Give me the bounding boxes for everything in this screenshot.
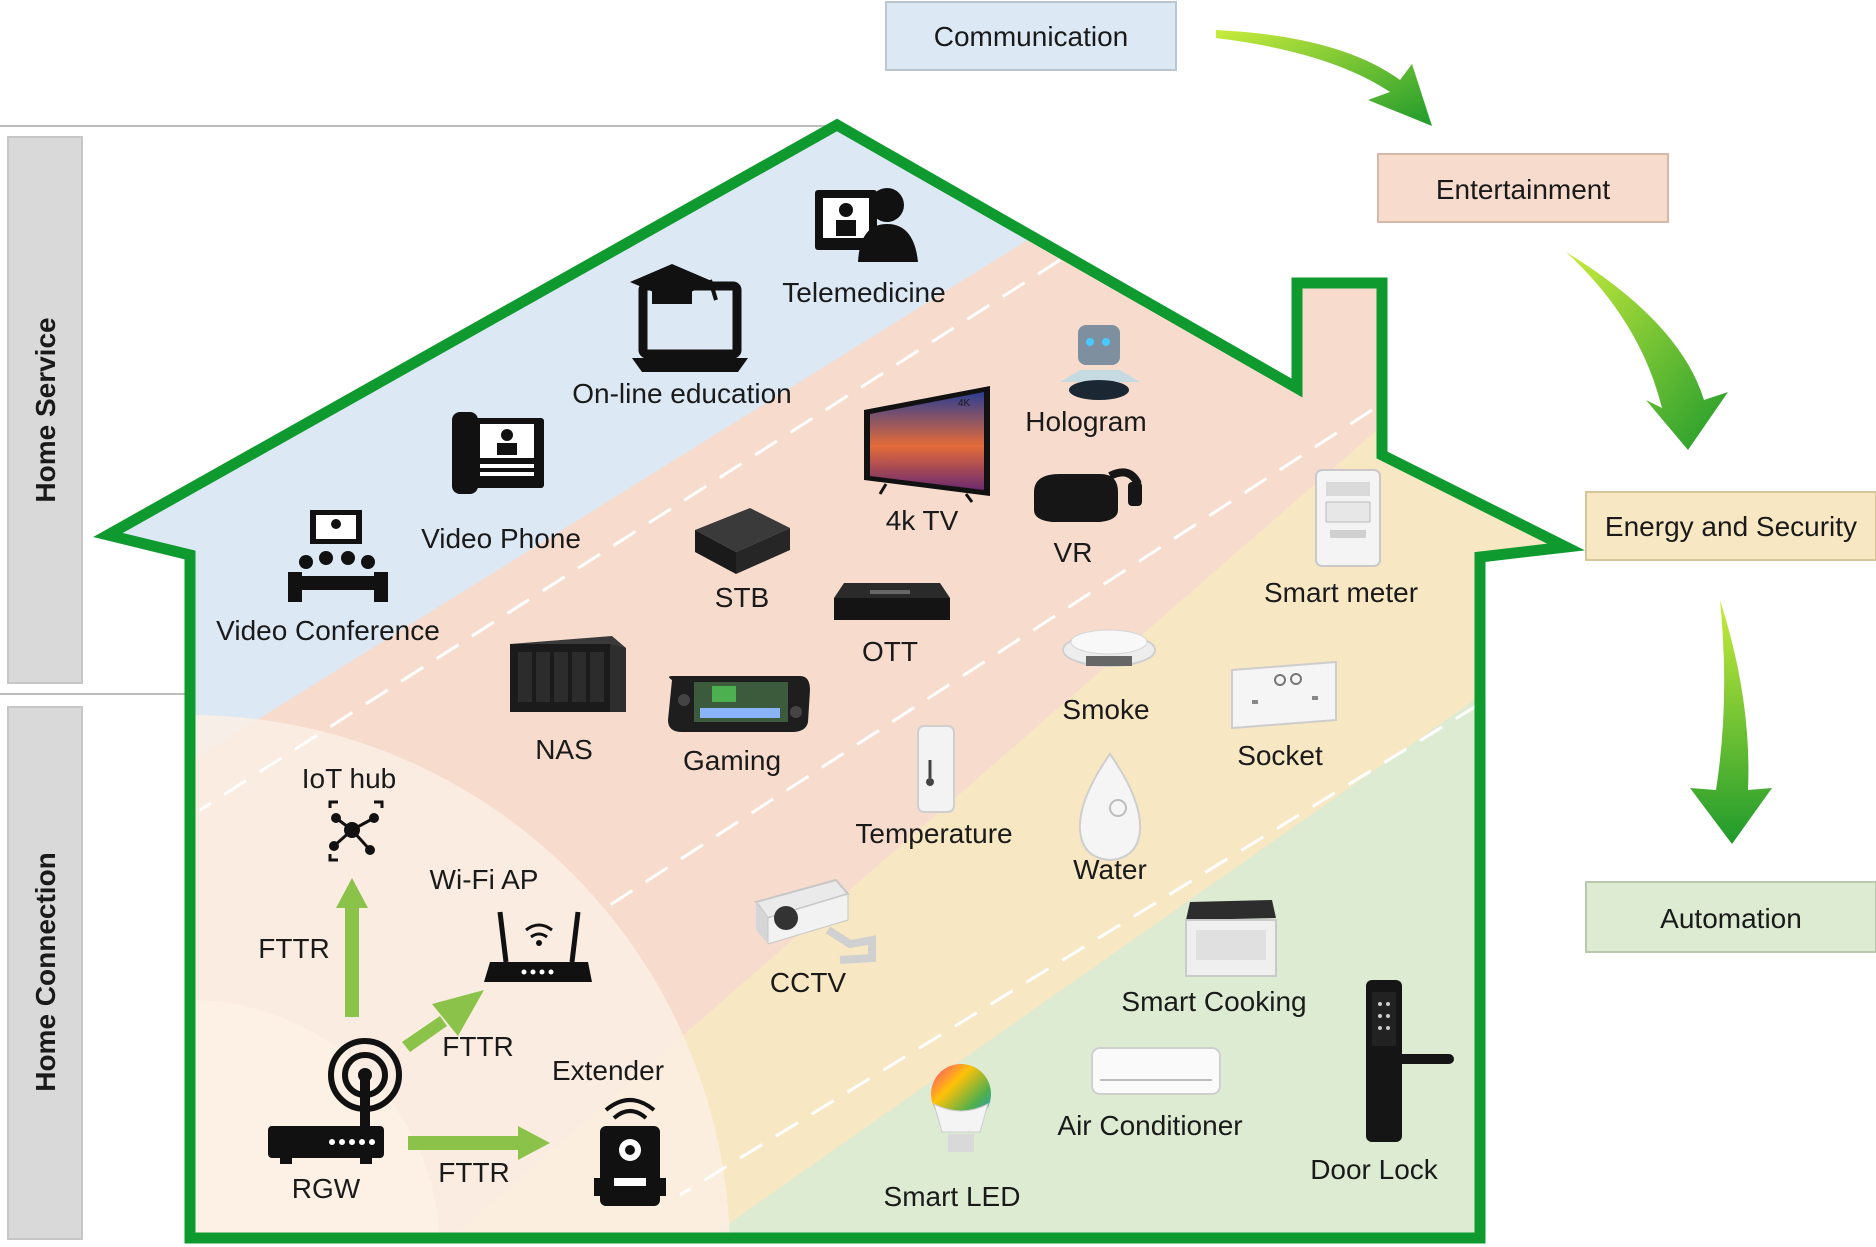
svg-text:4K: 4K <box>958 398 971 409</box>
cctv-icon <box>754 878 876 964</box>
smoke-icon <box>1062 629 1156 667</box>
water-icon <box>1078 752 1142 862</box>
stb-icon <box>695 508 790 574</box>
entertainment-box <box>1377 153 1669 223</box>
ott-label: OTT <box>862 636 918 667</box>
telemedicine-icon <box>815 188 918 262</box>
smart-cooking-label: Smart Cooking <box>1121 986 1306 1017</box>
water-label: Water <box>1073 854 1147 885</box>
temperature-icon <box>917 725 955 813</box>
smart-meter-icon <box>1315 469 1381 567</box>
fttr-up-label: FTTR <box>258 933 330 964</box>
hologram-label: Hologram <box>1025 406 1146 437</box>
video-conference-label: Video Conference <box>216 615 440 646</box>
fttr-up-arrow <box>336 878 368 1017</box>
air-conditioner-icon <box>1091 1047 1221 1095</box>
fttr-right-arrow <box>408 1126 550 1160</box>
home-service-label: Home Service <box>30 317 61 502</box>
smart-cooking-icon <box>1185 900 1277 977</box>
automation-title: Automation <box>1660 903 1802 934</box>
extender-label: Extender <box>552 1055 664 1086</box>
hologram-icon <box>1060 325 1140 400</box>
energy-security-title: Energy and Security <box>1605 511 1857 542</box>
online-education-label: On-line education <box>572 378 791 409</box>
gaming-icon <box>668 676 810 732</box>
smart-meter-label: Smart meter <box>1264 577 1418 608</box>
flow-arrow-energy-automation <box>1690 600 1772 844</box>
iot-hub-icon <box>328 800 384 862</box>
video-phone-label: Video Phone <box>421 523 581 554</box>
entertainment-title: Entertainment <box>1436 174 1611 205</box>
video-phone-icon <box>452 412 544 494</box>
door-lock-icon <box>1366 980 1454 1142</box>
wifi-ap-icon <box>484 911 592 982</box>
video-conference-icon <box>288 510 388 602</box>
temperature-label: Temperature <box>855 818 1012 849</box>
flow-arrow-communication-entertainment <box>1216 30 1432 126</box>
socket-label: Socket <box>1237 740 1323 771</box>
ott-icon <box>834 583 950 620</box>
iot-hub-label: IoT hub <box>302 763 396 794</box>
gaming-label: Gaming <box>683 745 781 776</box>
zone-separator-2 <box>609 408 1373 907</box>
zone-separator-3 <box>679 703 1479 1197</box>
automation-box <box>1585 881 1876 953</box>
fttr-diagonal-arrow <box>402 990 484 1052</box>
vr-label: VR <box>1054 537 1093 568</box>
stb-label: STB <box>715 582 769 613</box>
house-outline <box>93 118 1585 1244</box>
tv-4k-icon: 4K <box>864 386 990 503</box>
nas-label: NAS <box>535 734 593 765</box>
fttr-diagonal-label: FTTR <box>442 1031 514 1062</box>
vr-icon <box>1034 468 1142 522</box>
online-education-icon <box>630 264 748 372</box>
energy-security-box <box>1585 491 1876 561</box>
home-connection-label: Home Connection <box>30 852 61 1092</box>
rgw-icon <box>268 1038 402 1164</box>
home-service-bar <box>7 136 83 684</box>
zone-separator-1 <box>199 258 1061 812</box>
socket-icon <box>1231 660 1337 730</box>
fttr-right-label: FTTR <box>438 1157 510 1188</box>
flow-arrow-entertainment-energy <box>1566 252 1728 450</box>
rgw-label: RGW <box>292 1173 361 1204</box>
tv-4k-label: 4k TV <box>886 505 959 536</box>
nas-icon <box>510 636 626 712</box>
telemedicine-label: Telemedicine <box>782 277 945 308</box>
wifi-ap-label: Wi-Fi AP <box>430 864 539 895</box>
door-lock-label: Door Lock <box>1310 1154 1439 1185</box>
smart-led-label: Smart LED <box>884 1181 1021 1212</box>
communication-title: Communication <box>934 21 1129 52</box>
smoke-label: Smoke <box>1062 694 1149 725</box>
home-connection-bar <box>7 706 83 1240</box>
communication-box <box>885 1 1177 71</box>
smart-led-icon <box>931 1064 991 1152</box>
extender-icon <box>594 1098 666 1206</box>
cctv-label: CCTV <box>770 967 847 998</box>
air-conditioner-label: Air Conditioner <box>1057 1110 1242 1141</box>
